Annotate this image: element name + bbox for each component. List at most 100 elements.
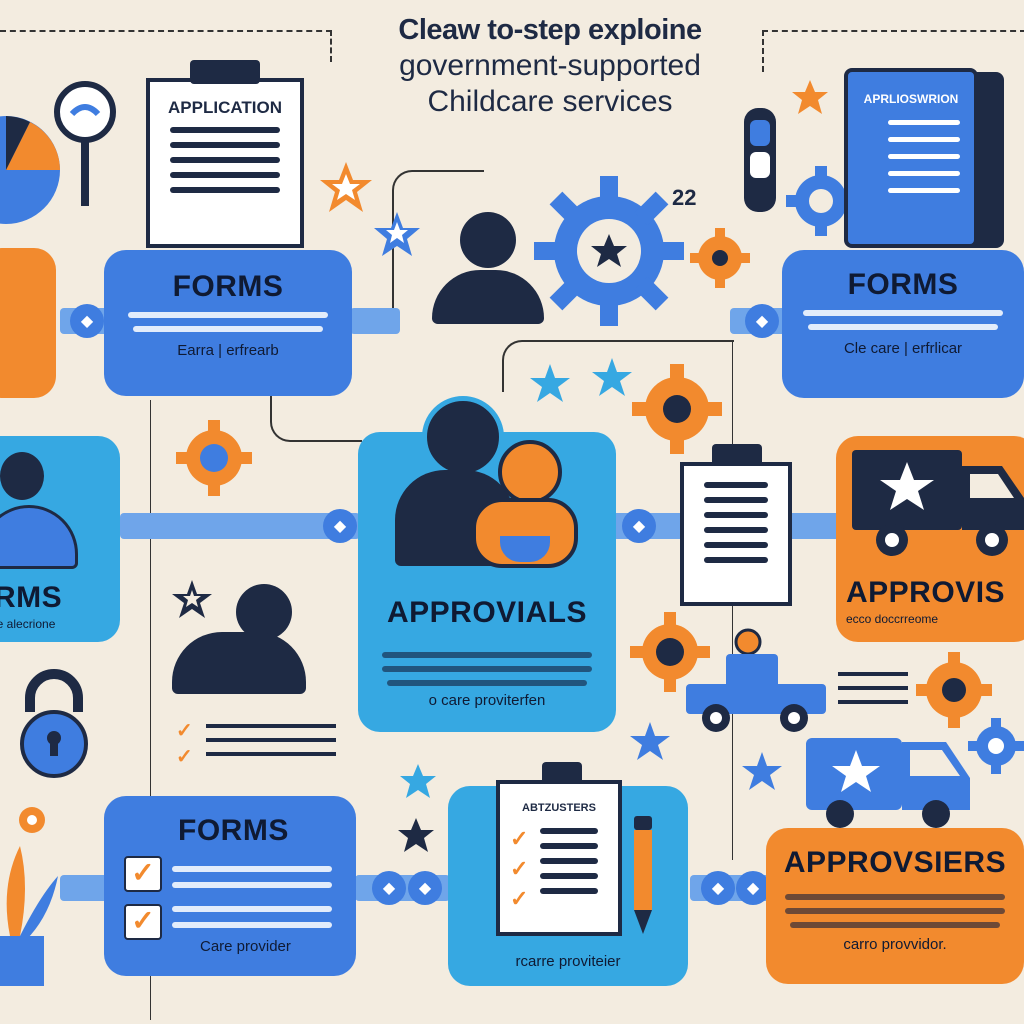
doc-line	[540, 828, 598, 834]
truck-icon	[686, 628, 826, 732]
gear-icon	[176, 420, 252, 496]
card-subtext: Earra | erfrearb	[177, 342, 279, 359]
doc-line	[170, 157, 280, 163]
step-dot[interactable]: ◆	[70, 304, 104, 338]
star-icon	[742, 752, 782, 790]
plant-icon	[0, 846, 58, 986]
text-line	[172, 866, 332, 872]
doc-line	[170, 172, 280, 178]
card-heading: APPROVIALS	[386, 596, 588, 629]
doc-line	[540, 843, 598, 849]
pen-icon	[634, 816, 652, 934]
card-heading: APPROVSIERS	[783, 846, 1007, 879]
person-body	[172, 632, 306, 694]
document-title: APPLICATION	[168, 98, 282, 117]
title-line-2: government-supported	[399, 49, 701, 82]
title-line-3: Childcare services	[427, 85, 673, 118]
step-dot[interactable]: ◆	[323, 509, 357, 543]
list-line	[206, 738, 336, 742]
doc-line	[704, 512, 768, 518]
approvsiers-card[interactable]: APPROVSIERS carro provvidor.	[766, 828, 1024, 984]
doc-line	[704, 542, 768, 548]
step-dot[interactable]: ◆	[408, 871, 442, 905]
doc-line	[888, 154, 960, 159]
clipboard-clip	[712, 444, 762, 466]
text-line	[785, 908, 1005, 914]
star-icon	[592, 358, 632, 396]
star-icon	[630, 722, 670, 760]
doc-line	[170, 142, 280, 148]
clipboard-document: ABTZUSTERS	[496, 780, 622, 936]
card-subtext: rcarre proviteier	[515, 953, 621, 970]
magnifier-icon	[54, 81, 116, 206]
text-line	[382, 666, 592, 672]
lock-icon	[20, 669, 88, 778]
text-line	[387, 680, 587, 686]
dashed-wire	[0, 30, 332, 62]
list-line	[838, 700, 908, 704]
star-icon	[374, 212, 420, 256]
forms-card-top-left[interactable]: FORMS Earra | erfrearb	[104, 250, 352, 396]
step-dot[interactable]: ◆	[622, 509, 656, 543]
doc-line	[888, 188, 960, 193]
card-heading: APPROVIS	[846, 576, 1006, 609]
doc-line	[170, 187, 280, 193]
gear-icon	[630, 612, 710, 692]
card-subtext: ecco doccrreome	[846, 612, 939, 626]
person-icon	[460, 212, 516, 268]
star-icon	[398, 818, 434, 852]
star-icon	[400, 764, 436, 798]
card-heading: FORMS	[847, 268, 959, 301]
card-subtext: Care provider	[200, 938, 291, 955]
star-icon	[530, 364, 570, 402]
dashed-wire	[762, 30, 1024, 72]
list-line	[206, 752, 336, 756]
wire	[502, 340, 734, 392]
text-line	[785, 894, 1005, 900]
person-icon	[236, 584, 292, 640]
forms-card-top-right[interactable]: FORMS Cle care | erfrlicar	[782, 250, 1024, 398]
gear-icon	[916, 652, 992, 728]
document-title: APRLIOSWRION	[863, 92, 959, 106]
card-heading: RMS	[0, 581, 63, 614]
doc-line	[888, 120, 960, 125]
doc-line	[704, 557, 768, 563]
connector-bar	[350, 308, 400, 334]
connector-bar	[120, 513, 360, 539]
clipboard-clip	[542, 762, 582, 784]
card-heading: FORMS	[172, 270, 284, 303]
card-subtext: o care proviterfen	[428, 692, 546, 709]
gear-icon	[690, 228, 750, 288]
approvials-card-text: APPROVIALS o care proviterfen	[358, 576, 616, 732]
doc-line	[540, 888, 598, 894]
application-document-right: APRLIOSWRION	[844, 68, 978, 248]
list-line	[838, 672, 908, 676]
gear-icon	[786, 166, 856, 236]
wire	[270, 360, 362, 442]
checkbox-checked[interactable]: ✓	[124, 856, 162, 892]
truck-icon	[806, 738, 970, 828]
step-dot[interactable]: ◆	[372, 871, 406, 905]
text-line	[172, 882, 332, 888]
step-dot[interactable]: ◆	[745, 304, 779, 338]
doc-line	[888, 137, 960, 142]
badge-number: 22	[672, 185, 697, 210]
text-line	[172, 906, 332, 912]
orange-card-left[interactable]	[0, 248, 56, 398]
checkbox-checked[interactable]: ✓	[124, 904, 162, 940]
connector-bar	[60, 875, 110, 901]
doc-line	[540, 873, 598, 879]
remote-button	[750, 120, 770, 146]
step-dot[interactable]: ◆	[701, 871, 735, 905]
step-dot[interactable]: ◆	[736, 871, 770, 905]
page-title: Cleaw to-step exploine government-suppor…	[330, 14, 770, 119]
text-line	[128, 312, 328, 318]
vertical-wire	[150, 400, 151, 1020]
text-line	[790, 922, 1000, 928]
gear-icon	[534, 176, 684, 326]
star-icon	[172, 580, 212, 618]
text-line	[808, 324, 998, 330]
document-title: ABTZUSTERS	[522, 802, 596, 814]
card-subtext: le alecrione	[0, 617, 56, 631]
doc-line	[704, 497, 768, 503]
